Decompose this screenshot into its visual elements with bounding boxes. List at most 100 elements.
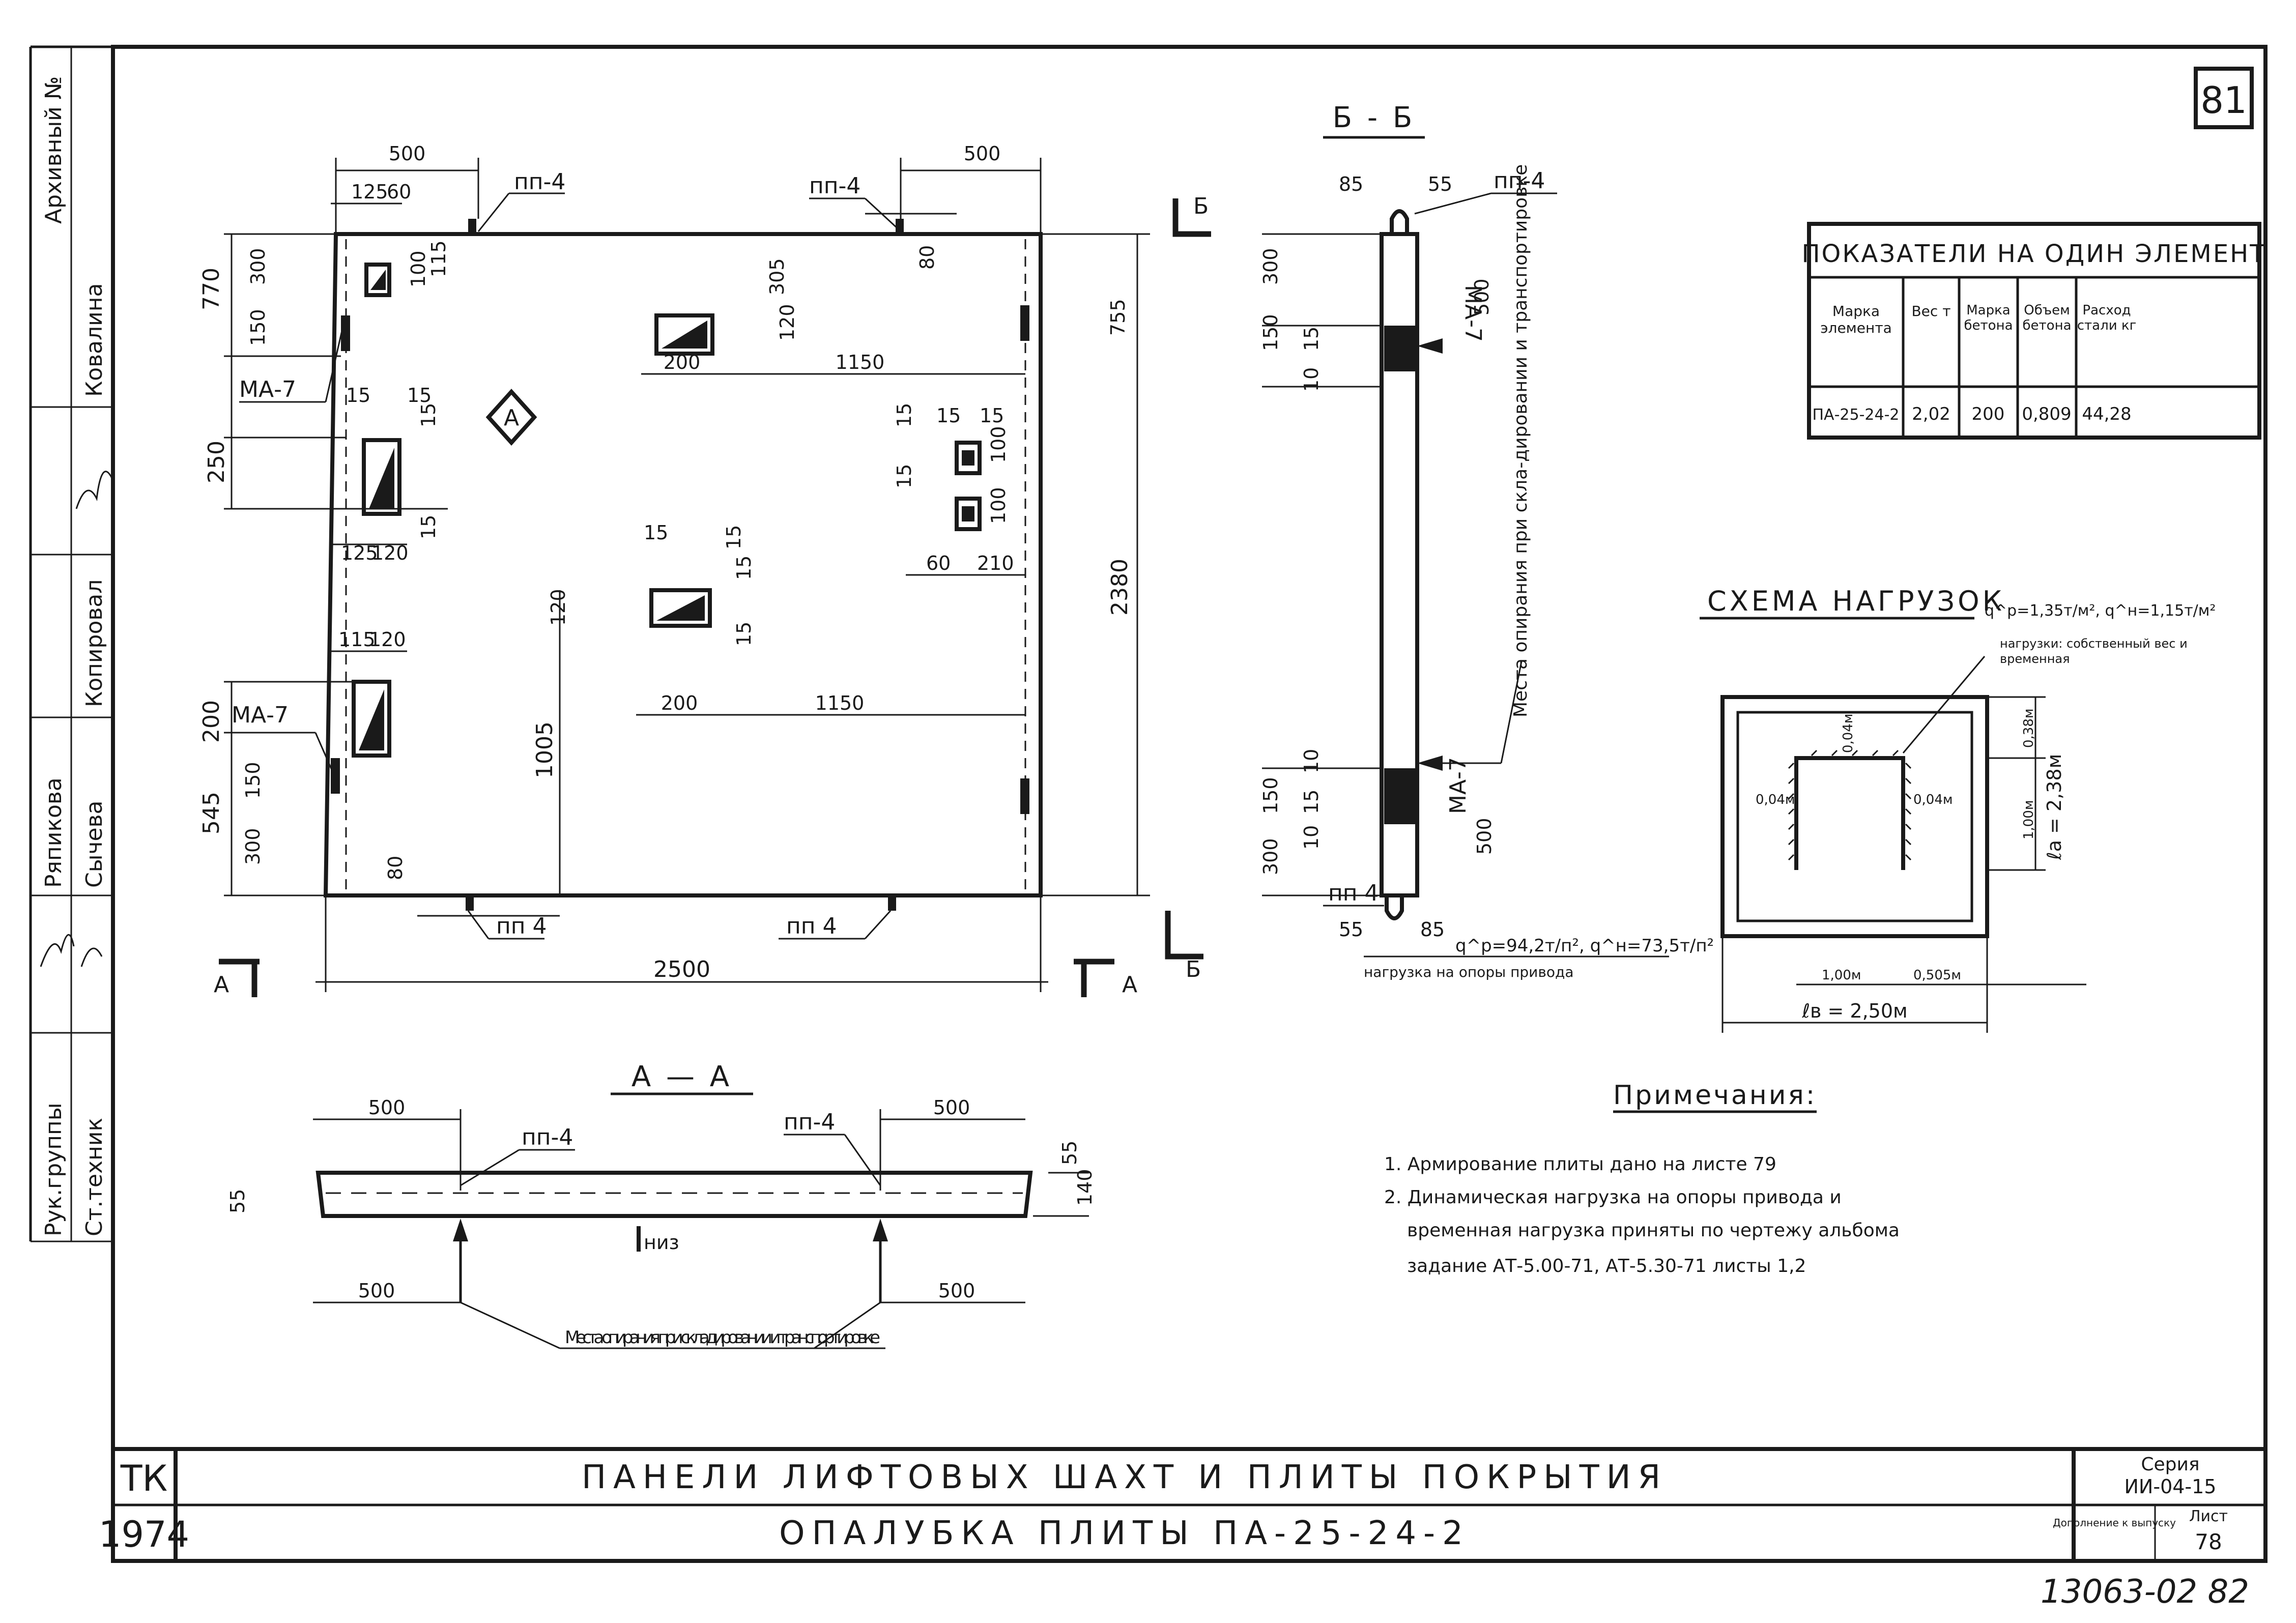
dim-150: 150 <box>247 309 269 346</box>
section-marker <box>1165 911 1203 960</box>
plate-ma7 <box>341 315 350 351</box>
addition-label: Дополнение к выпуску <box>2053 1517 2176 1529</box>
dim-500: 500 <box>938 1280 975 1302</box>
load-scheme-title: СХЕМА НАГРУЗОК <box>1707 585 2005 617</box>
section-aa: А — А 500 500 пп-4 пп-4 55 55 140 низ 50… <box>226 1060 1096 1349</box>
dim-1150: 1150 <box>836 351 885 373</box>
opening <box>649 588 712 628</box>
support-arrow <box>453 1219 468 1241</box>
dim-200: 200 <box>661 692 698 714</box>
opening <box>364 263 391 297</box>
scheme-hatch <box>1788 749 1912 861</box>
dim-55: 55 <box>1428 173 1452 195</box>
leader <box>314 732 334 774</box>
series-label: Серия <box>2141 1454 2199 1475</box>
dim-60: 60 <box>387 181 411 203</box>
table-cell: 200 <box>1972 404 2005 424</box>
load-caption: нагрузка на опоры привода <box>1364 964 1574 980</box>
loop-top <box>1390 209 1409 234</box>
label-pp4: пп-4 <box>809 173 860 199</box>
dim-250: 250 <box>204 441 229 483</box>
table-header-cell: Объем бетона <box>2022 303 2071 333</box>
table-cell: 44,28 <box>2082 404 2131 424</box>
dim-120: 120 <box>371 542 409 564</box>
section-marker <box>219 959 260 997</box>
table-header-cell: Расход стали кг <box>2077 303 2137 333</box>
dim-15: 15 <box>346 384 370 407</box>
load-scheme: СХЕМА НАГРУЗОК q^p=1,35т/м², q^н=1,15т/м… <box>1700 585 2216 1033</box>
support-arrow <box>1417 756 1443 771</box>
dim-100: 100 <box>987 426 1010 463</box>
dim-200: 200 <box>198 700 224 743</box>
dim-500: 500 <box>1471 278 1493 315</box>
support-arrow <box>1417 338 1443 354</box>
section-bb: Б - Б 85 55 пп-4 300 150 10 15 500 МА-7 … <box>1259 101 1714 980</box>
dim-15: 15 <box>733 556 755 580</box>
table-cell: 0,809 <box>2022 404 2071 424</box>
loop-pp4 <box>466 895 474 911</box>
sheet-label: Лист <box>2189 1508 2228 1525</box>
stamp-name: Сычева <box>81 801 107 888</box>
dim-2500: 2500 <box>653 957 710 982</box>
dim-770: 770 <box>198 268 224 310</box>
loop-pp4 <box>888 895 896 911</box>
opening <box>362 438 401 516</box>
dim-755: 755 <box>1107 299 1129 336</box>
sheet-value: 78 <box>2195 1529 2222 1554</box>
stamp-name: Ковалина <box>81 283 107 397</box>
section-bb-body <box>1380 232 1419 897</box>
dim-100: 1,00м <box>1822 968 1861 983</box>
section-bb-title: Б - Б <box>1333 101 1416 134</box>
title-line-1: ПАНЕЛИ ЛИФТОВЫХ ШАХТ И ПЛИТЫ ПОКРЫТИЯ <box>582 1459 1668 1496</box>
section-b: Б <box>1193 193 1209 219</box>
leader <box>864 910 892 940</box>
table-header-cell: Марка элемента <box>1820 303 1892 336</box>
dim-300: 300 <box>242 828 264 865</box>
dim-120: 120 <box>369 628 406 651</box>
dim-500: 500 <box>368 1096 406 1119</box>
label-pp4: пп 4 <box>496 913 547 939</box>
dim-100: 1,00м <box>2021 800 2036 839</box>
signature <box>75 471 113 509</box>
note-line: 2. Динамическая нагрузка на опоры привод… <box>1384 1187 1842 1208</box>
dim-15: 15 <box>893 403 915 427</box>
dim-lb: ℓв = 2,50м <box>1801 1000 1907 1022</box>
dim-60: 60 <box>926 552 951 574</box>
dim-300: 300 <box>1259 838 1282 875</box>
label-ma7: МА-7 <box>232 702 289 728</box>
dim-038: 0,38м <box>2021 708 2036 748</box>
dim-1005: 1005 <box>532 721 558 778</box>
dim-120: 120 <box>547 589 569 626</box>
dim-004: 0,04м <box>1756 792 1795 807</box>
dim-115: 115 <box>427 240 450 277</box>
leader <box>460 1301 560 1349</box>
opening <box>654 313 714 356</box>
label-ma7: МА-7 <box>1445 757 1471 814</box>
dim-15: 15 <box>407 384 432 407</box>
section-aa-body <box>315 1171 1033 1218</box>
plan-view: А 500 125 60 пп-4 500 пп-4 80 770 300 15… <box>198 142 1211 998</box>
dim-10: 10 <box>1300 749 1323 773</box>
support-arrow <box>873 1219 888 1241</box>
hatch-top <box>1384 326 1417 371</box>
dim-140: 140 <box>1074 1169 1096 1206</box>
label-pp4: пп-4 <box>514 169 565 195</box>
dim-500: 500 <box>1473 818 1496 855</box>
plate-ma7 <box>1020 778 1029 814</box>
dim-15: 15 <box>1300 327 1323 351</box>
label-pp4: пп 4 <box>1328 880 1379 906</box>
dim-120: 120 <box>776 304 798 341</box>
section-a-left: А <box>214 972 229 998</box>
dim-55: 55 <box>226 1189 249 1213</box>
section-marker <box>1074 959 1114 997</box>
dim-300: 300 <box>1259 248 1282 285</box>
page-number-box <box>2194 67 2254 129</box>
stamp-role: Ст.техник <box>81 1118 107 1236</box>
drawing-frame <box>111 45 2268 1563</box>
dim-10: 10 <box>1300 825 1323 850</box>
dim-1150: 1150 <box>815 692 865 714</box>
label-niz: низ <box>644 1231 679 1254</box>
dim-115: 115 <box>338 628 376 651</box>
note-line: 1. Армирование плиты дано на листе 79 <box>1384 1154 1776 1175</box>
